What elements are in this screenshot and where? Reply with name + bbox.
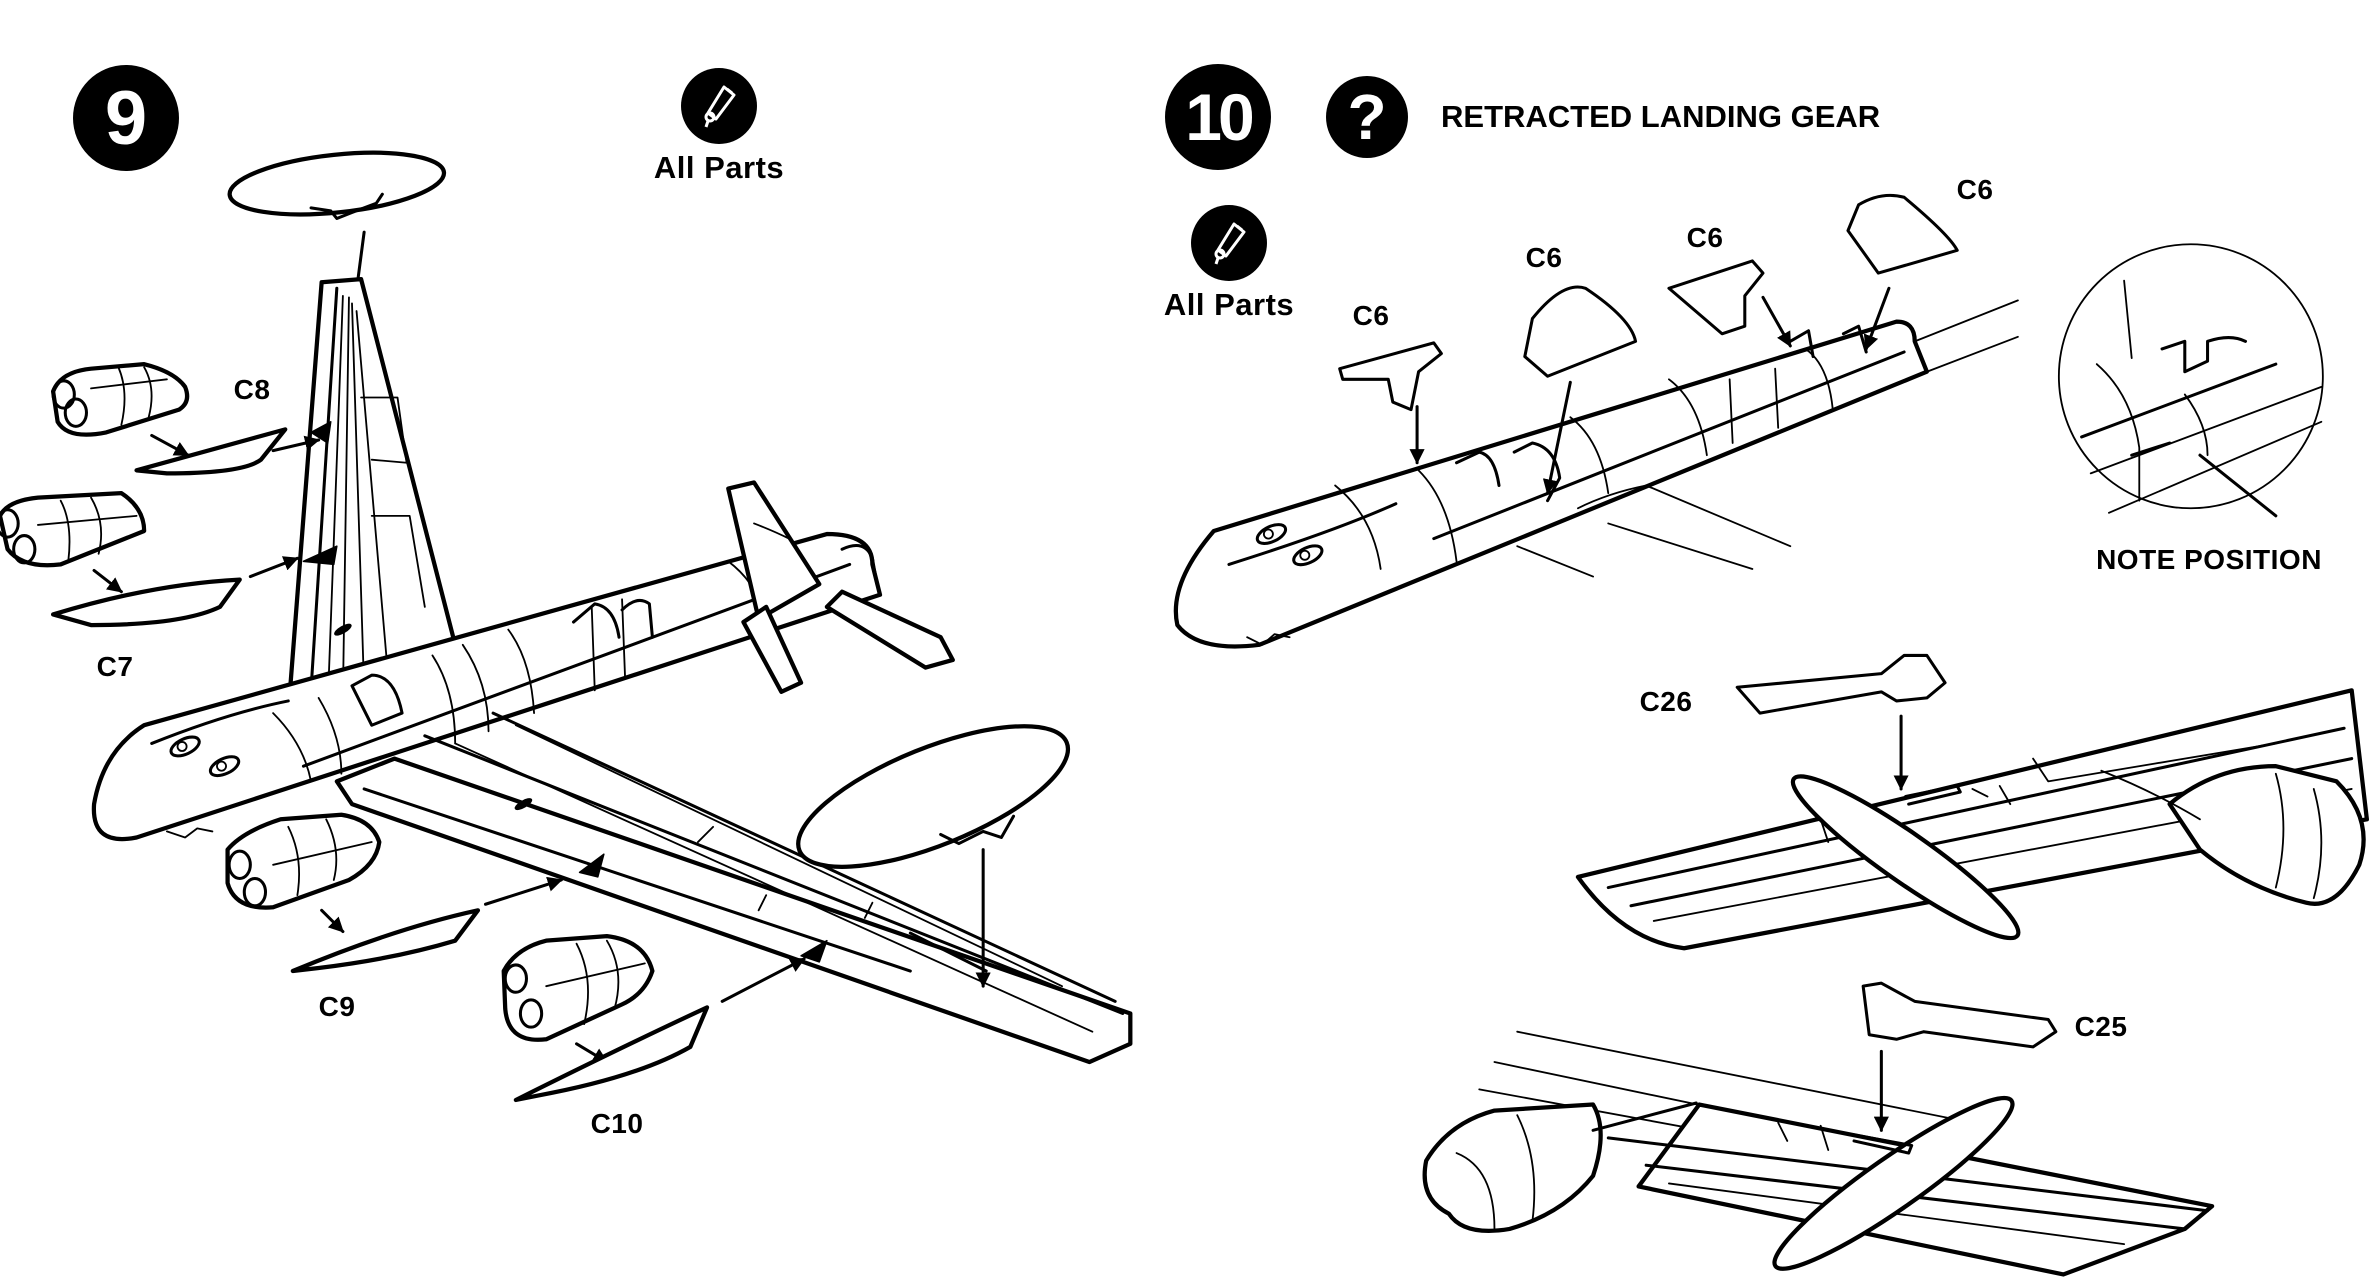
note-position-inset — [2057, 243, 2324, 518]
step-10-number: 10 — [1185, 80, 1254, 154]
glue-label-step9: All Parts — [653, 150, 785, 185]
step-9-number: 9 — [104, 75, 148, 161]
engine-pod-c7 — [0, 490, 299, 628]
part-label-c10: C10 — [590, 1108, 644, 1139]
wing-c25 — [1422, 981, 2215, 1277]
wing-c26 — [1575, 653, 2369, 951]
part-label-c9: C9 — [318, 991, 356, 1022]
door-c6-b — [1523, 285, 1638, 378]
door-c6-a — [1338, 341, 1443, 412]
engine-pod-c10 — [501, 933, 806, 1103]
door-c6-d — [1846, 193, 1959, 275]
main-wing — [334, 711, 1133, 1065]
glue-tube-icon — [681, 68, 757, 144]
glue-label-step10: All Parts — [1163, 287, 1295, 322]
part-label-c6: C6 — [1686, 222, 1724, 253]
tail-section — [726, 480, 955, 694]
part-label-c6: C6 — [1352, 300, 1390, 331]
step-9-badge: 9 — [73, 65, 179, 171]
step-10-badge: 10 — [1165, 64, 1271, 170]
part-label-c6: C6 — [1525, 242, 1563, 273]
part-label-c8: C8 — [233, 374, 271, 405]
step9-aircraft — [0, 150, 1133, 1103]
engine-pod-c8 — [50, 362, 321, 476]
door-c6-c — [1667, 259, 1765, 336]
rotodome-bottom — [796, 724, 1071, 988]
help-symbol: ? — [1347, 81, 1387, 153]
step-10-title: RETRACTED LANDING GEAR — [1441, 99, 1881, 134]
glue-tube-icon — [1191, 205, 1267, 281]
part-label-c25: C25 — [2074, 1011, 2128, 1042]
part-label-c7: C7 — [96, 651, 134, 682]
question-mark-icon: ? — [1326, 76, 1408, 158]
part-label-c26: C26 — [1639, 686, 1693, 717]
note-position-label: NOTE POSITION — [2096, 544, 2322, 575]
upper-wing — [286, 277, 458, 716]
step10-fuselage — [1173, 193, 2019, 649]
part-label-c6: C6 — [1956, 174, 1994, 205]
engine-pod-c9 — [225, 812, 563, 974]
